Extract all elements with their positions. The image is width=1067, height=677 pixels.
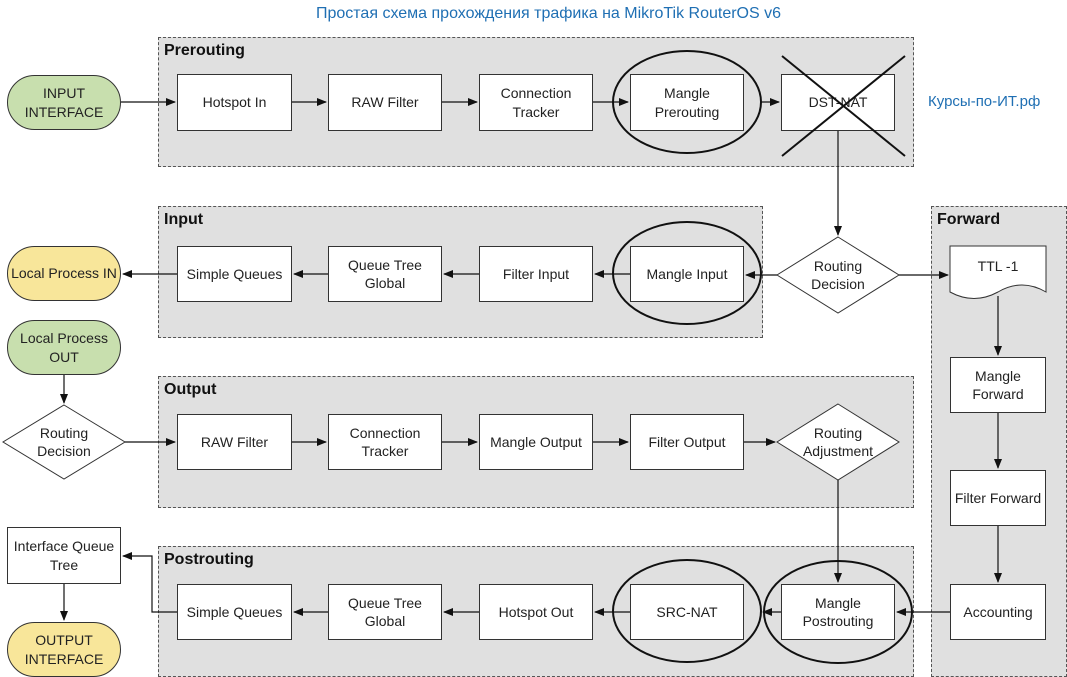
output-routing-decision-diamond xyxy=(2,404,126,480)
routing-adjustment-label: Routing Adjustment xyxy=(802,424,874,459)
raw-filter-pre-box: RAW Filter xyxy=(328,74,442,131)
mangle-forward-box: Mangle Forward xyxy=(950,357,1046,413)
output-interface-terminal: OUTPUT INTERFACE xyxy=(7,622,121,677)
filter-forward-box: Filter Forward xyxy=(950,470,1046,526)
dst-nat-cross-line xyxy=(781,55,906,157)
group-output-title: Output xyxy=(164,381,217,398)
hotspot-out-box: Hotspot Out xyxy=(479,584,593,640)
mangle-input-highlight xyxy=(612,221,762,325)
simple-queues-input-box: Simple Queues xyxy=(177,246,292,302)
site-label: Курсы-по-ИТ.рф xyxy=(928,93,1041,110)
input-interface-terminal: INPUT INTERFACE xyxy=(7,75,121,130)
interface-queue-tree-box: Interface Queue Tree xyxy=(7,527,121,584)
ttl-document-shape xyxy=(949,245,1047,299)
hotspot-in-box: Hotspot In xyxy=(177,74,292,131)
mangle-postrouting-box: Mangle Postrouting xyxy=(781,584,895,640)
src-nat-highlight xyxy=(612,559,762,663)
routing-decision-label: Routing Decision xyxy=(811,257,865,292)
group-input-title: Input xyxy=(164,211,204,228)
group-forward-title: Forward xyxy=(937,211,1001,228)
local-process-out-terminal: Local Process OUT xyxy=(7,320,121,375)
queue-tree-global-input-box: Queue Tree Global xyxy=(328,246,442,302)
group-postrouting-title: Postrouting xyxy=(164,551,254,568)
src-nat-box: SRC-NAT xyxy=(630,584,744,640)
diagram-title: Простая схема прохождения трафика на Mik… xyxy=(315,5,782,22)
mangle-output-box: Mangle Output xyxy=(479,414,593,470)
mangle-input-box: Mangle Input xyxy=(630,246,744,302)
output-routing-decision-label: Routing Decision xyxy=(37,424,91,459)
filter-input-box: Filter Input xyxy=(479,246,593,302)
filter-output-box: Filter Output xyxy=(630,414,744,470)
raw-filter-output-box: RAW Filter xyxy=(177,414,292,470)
arrow xyxy=(122,552,177,613)
mangle-prerouting-box: Mangle Prerouting xyxy=(630,74,744,131)
mangle-prerouting-highlight xyxy=(612,50,762,154)
group-prerouting-title: Prerouting xyxy=(164,42,245,59)
ttl-box: TTL -1 xyxy=(977,258,1019,274)
queue-tree-global-post-box: Queue Tree Global xyxy=(328,584,442,640)
accounting-box: Accounting xyxy=(950,584,1046,640)
routing-decision-diamond xyxy=(776,236,900,314)
connection-tracker-pre-box: Connection Tracker xyxy=(479,74,593,131)
local-process-in-terminal: Local Process IN xyxy=(7,246,121,301)
connection-tracker-output-box: Connection Tracker xyxy=(328,414,442,470)
simple-queues-post-box: Simple Queues xyxy=(177,584,292,640)
